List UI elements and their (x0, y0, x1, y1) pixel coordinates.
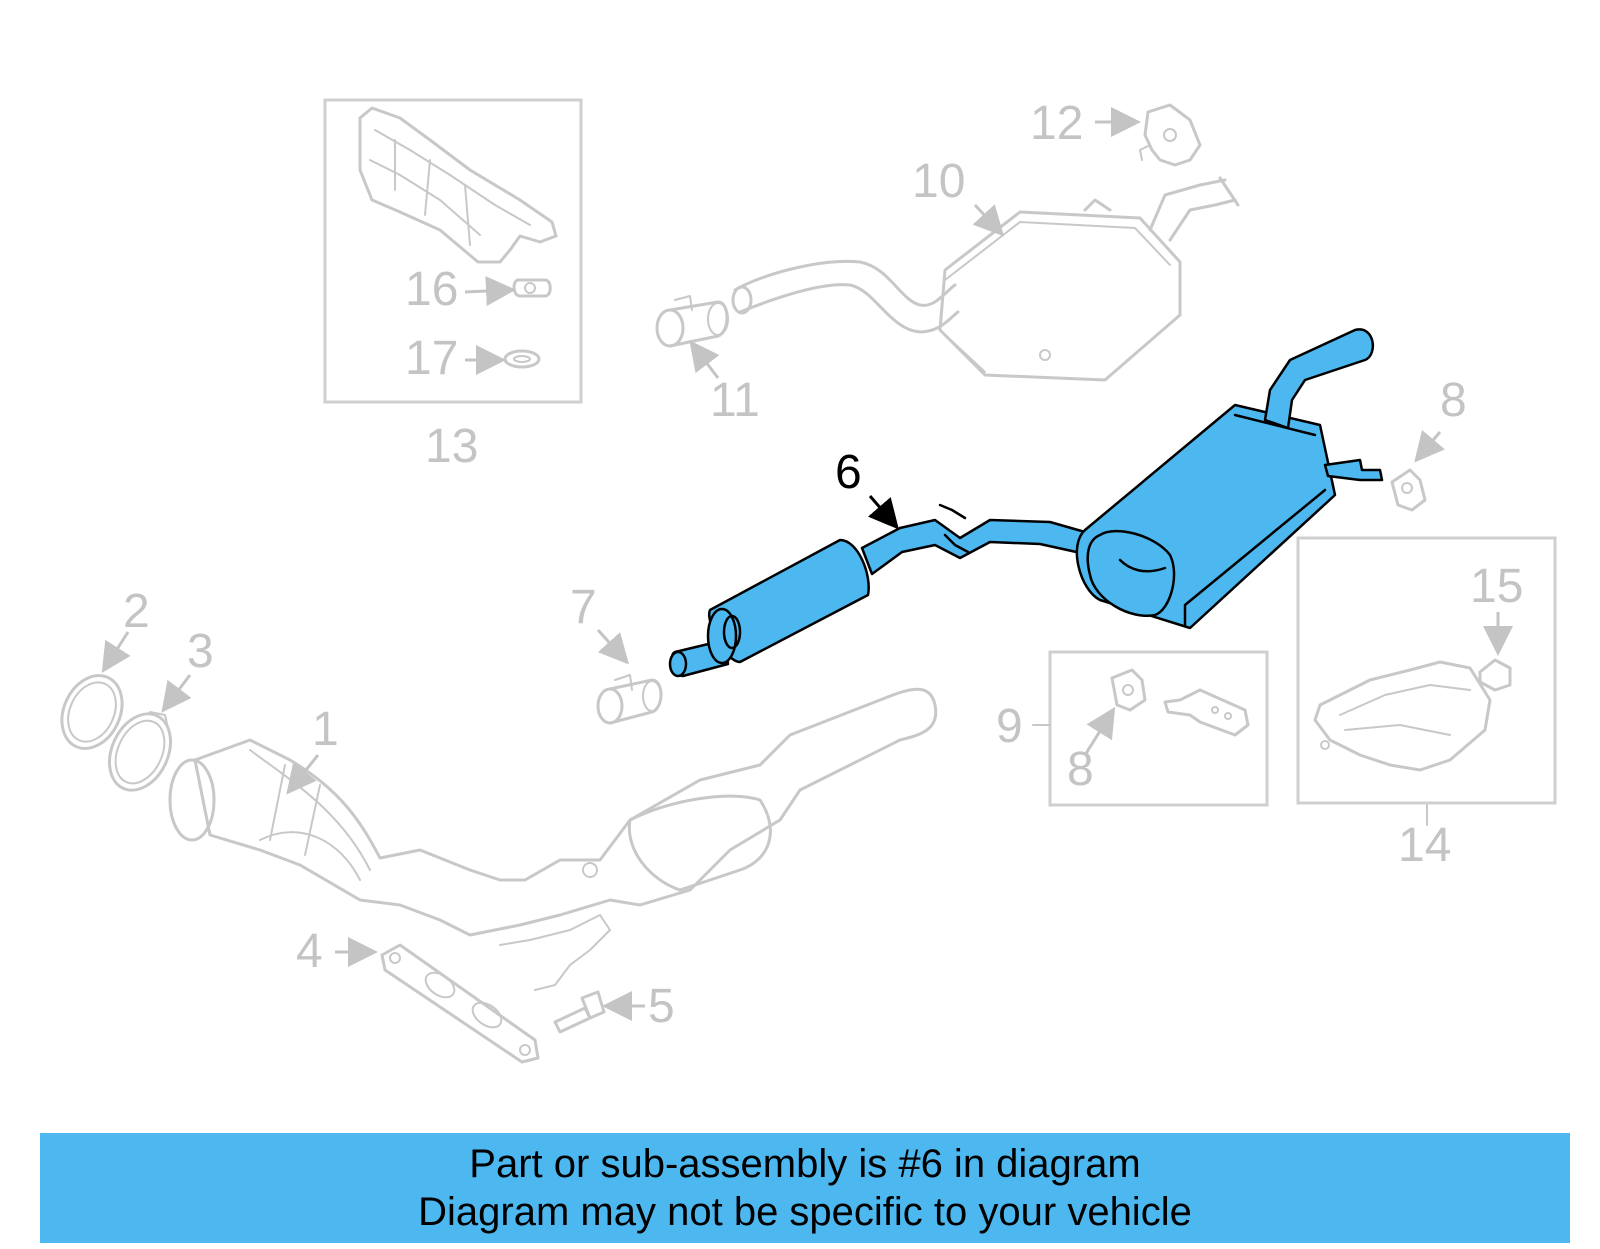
label-9: 9 (996, 700, 1023, 753)
part-17-washer (503, 349, 541, 369)
label-15: 15 (1470, 560, 1523, 613)
label-8-lower: 8 (1067, 743, 1094, 796)
part-10-rear-muffler (731, 176, 1240, 382)
label-5: 5 (648, 980, 675, 1033)
label-11: 11 (710, 374, 760, 427)
label-6: 6 (835, 446, 862, 499)
part-1-catalytic-converter (168, 687, 938, 991)
part-5-bolt (553, 990, 606, 1034)
label-16: 16 (405, 263, 458, 316)
part-2-gasket (60, 674, 124, 750)
part-6-exhaust-assembly (668, 328, 1384, 678)
label-14: 14 (1398, 819, 1451, 872)
part-7-clamp (596, 674, 663, 725)
label-1: 1 (312, 703, 339, 756)
label-2: 2 (123, 585, 150, 638)
part-3-clamp-ring (108, 711, 172, 792)
info-banner: Part or sub-assembly is #6 in diagram Di… (40, 1133, 1570, 1243)
banner-line-part: Part or sub-assembly is #6 in diagram (469, 1142, 1141, 1186)
part-8-hanger-upper (1390, 468, 1427, 512)
box-13 (323, 98, 583, 404)
label-7: 7 (570, 581, 597, 634)
part-4-gasket-plate (380, 943, 540, 1064)
label-17: 17 (405, 332, 458, 385)
label-8-upper: 8 (1440, 374, 1467, 427)
label-4: 4 (296, 925, 323, 978)
label-10: 10 (912, 155, 965, 208)
part-11-clamp (655, 295, 729, 348)
part-16-fastener (512, 278, 552, 298)
part-12-bracket (1139, 103, 1202, 167)
box-14 (1296, 536, 1557, 805)
label-3: 3 (187, 625, 214, 678)
banner-line-disclaimer: Diagram may not be specific to your vehi… (418, 1190, 1192, 1234)
heat-shield-upper (358, 106, 558, 264)
label-13: 13 (425, 420, 478, 473)
box-9 (1048, 650, 1269, 807)
label-12: 12 (1030, 97, 1083, 150)
